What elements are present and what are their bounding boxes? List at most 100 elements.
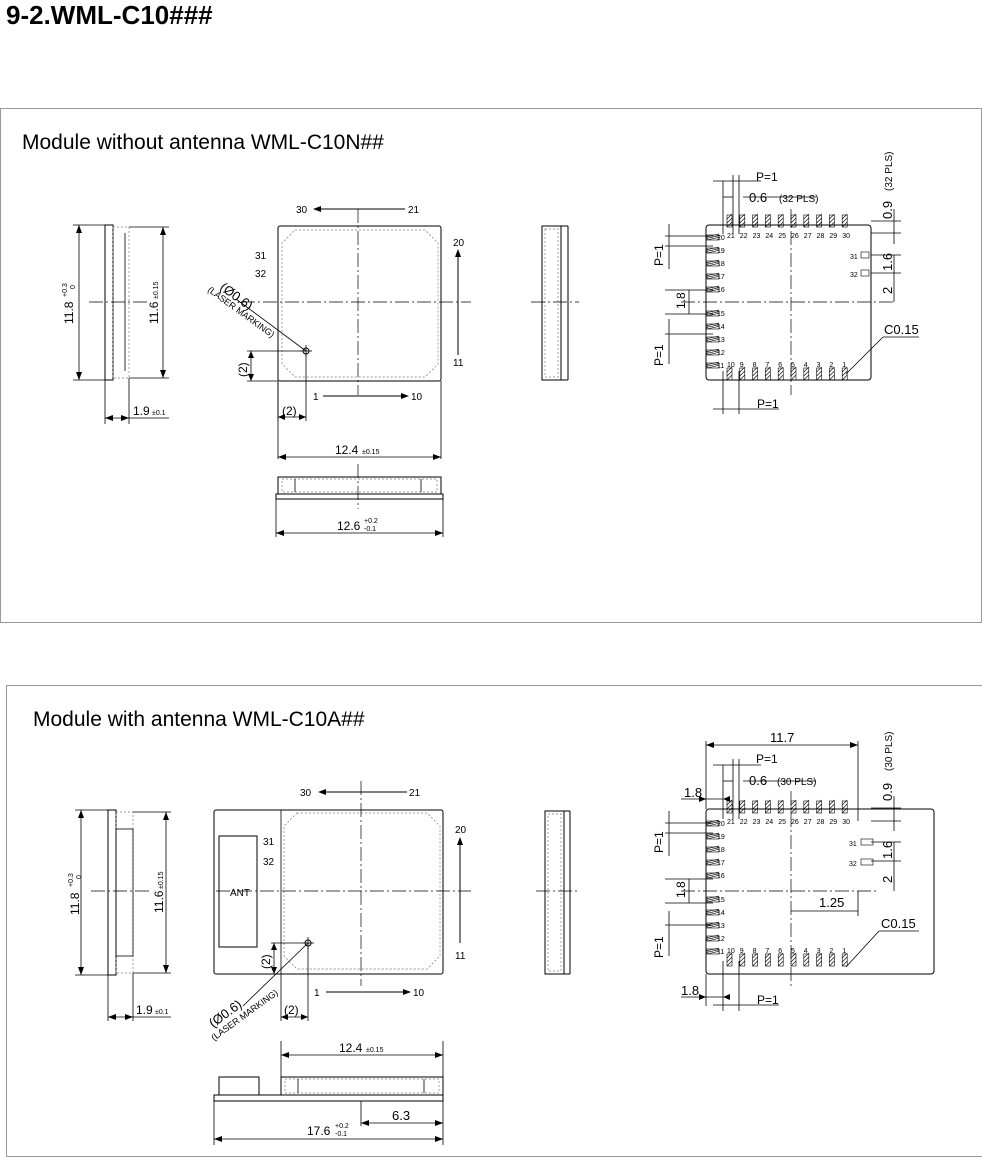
- dim-side-inner: 11.6: [152, 890, 166, 913]
- pin-number: 28: [817, 233, 825, 240]
- pin-number: 9: [740, 362, 744, 369]
- front-view: 12.4 ±0.15 6.3 17.6 +0.2 -0.1: [213, 1041, 444, 1145]
- pin-number: 3: [817, 362, 821, 369]
- pin-number: 1: [842, 948, 846, 955]
- side-view: 11.8 +0.3 0 11.6 ±0.15 1.9 ±0.1: [62, 224, 169, 424]
- pin-number: 26: [791, 819, 799, 826]
- pin-number: 25: [778, 233, 786, 240]
- pad: [752, 800, 758, 814]
- pin-21: 21: [408, 205, 420, 216]
- pin-number: 27: [804, 233, 812, 240]
- pitch-top: P=1: [756, 170, 778, 184]
- pad: [841, 953, 848, 967]
- pin-30: 30: [296, 205, 308, 216]
- dim-1-8: 1.8: [674, 881, 688, 898]
- pin-number: 6: [778, 948, 782, 955]
- pad: [777, 800, 784, 814]
- dim-side-height-tol-upper: +0.3: [68, 873, 75, 887]
- pin-number: 3: [817, 948, 821, 955]
- pad: [829, 214, 835, 228]
- pitch-top: P=1: [756, 752, 778, 766]
- pin-1: 1: [314, 988, 320, 999]
- side-view: 11.8 +0.3 0 11.6 ±0.15 1.9 ±0.1: [68, 809, 171, 1021]
- dim-2: 2: [880, 876, 895, 883]
- pin-number: 12: [717, 350, 725, 357]
- dim-overall-width: 11.7: [770, 730, 794, 745]
- dim-1-8: 1.8: [674, 292, 688, 309]
- pin-number: 8: [753, 948, 757, 955]
- pin-number: 7: [765, 948, 769, 955]
- pad: [777, 953, 784, 967]
- pin-number: 29: [829, 819, 837, 826]
- pad: [726, 953, 733, 967]
- dim-width-tol: ±0.15: [362, 449, 380, 456]
- pin-number: 19: [717, 248, 725, 255]
- dim-2: 2: [880, 287, 895, 294]
- pin-10: 10: [413, 988, 425, 999]
- chamfer: C0.15: [881, 916, 916, 931]
- pin-number: 18: [717, 847, 725, 854]
- pin-number: 11: [717, 949, 724, 956]
- dim-1-8-top: 1.8: [684, 785, 702, 800]
- pin-number: 22: [740, 819, 748, 826]
- pin-number: 2: [829, 362, 833, 369]
- pin-20: 20: [453, 238, 465, 249]
- page-title: 9-2.WML-C10###: [6, 0, 213, 30]
- pad: [752, 214, 758, 228]
- dim-base-tol-upper: +0.2: [364, 518, 378, 525]
- pin-number: 17: [717, 860, 725, 867]
- pad: [752, 953, 758, 967]
- pad: [765, 367, 771, 381]
- pin-number: 19: [717, 834, 725, 841]
- pin-20: 20: [455, 825, 467, 836]
- right-side-view: [531, 225, 579, 381]
- pin-number: 26: [791, 233, 799, 240]
- dim-thickness: 1.9: [136, 1003, 153, 1017]
- pin-number: 13: [717, 337, 725, 344]
- pin-number: 7: [765, 362, 769, 369]
- pin-11: 11: [453, 358, 464, 369]
- dim-1-25: 1.25: [819, 895, 844, 910]
- pin-number: 28: [817, 819, 825, 826]
- pad-width: 0.6: [749, 773, 767, 788]
- pad-count: (32 PLS): [779, 194, 818, 205]
- pad: [803, 367, 810, 381]
- pad: [777, 367, 784, 381]
- dim-thickness-tol: ±0.1: [155, 1009, 169, 1016]
- pin-21: 21: [409, 788, 421, 799]
- dim-width: 12.4: [335, 443, 359, 457]
- pin-1: 1: [313, 392, 319, 403]
- pin-number: 11: [717, 363, 724, 370]
- pad: [765, 953, 771, 967]
- pin-32: 32: [849, 861, 857, 868]
- pad: [841, 800, 848, 814]
- dim-base-tol-upper: +0.2: [335, 1123, 349, 1130]
- pin-32: 32: [263, 857, 275, 868]
- dim-1-6: 1.6: [880, 253, 895, 271]
- panel-with-antenna: Module with antenna WML-C10A##: [6, 685, 982, 1157]
- dim-side-height: 11.8: [62, 301, 76, 324]
- dim-width-tol: ±0.15: [366, 1047, 384, 1054]
- pin-number: 16: [717, 287, 725, 294]
- pad-width: 0.6: [749, 190, 767, 205]
- pad-length: 0.9: [880, 201, 895, 219]
- pin-number: 12: [717, 936, 725, 943]
- pitch-bottom: P=1: [757, 397, 779, 411]
- dim-side-height-tol-upper: +0.3: [62, 283, 69, 297]
- pad: [829, 953, 835, 967]
- pin-number: 2: [829, 948, 833, 955]
- pad: [790, 214, 797, 228]
- pad: [803, 214, 810, 228]
- offset-vertical: (2): [259, 954, 273, 969]
- top-view: ANT 30 21 20 11 1 10 31 32: [206, 781, 471, 1043]
- pad-length-count: (30 PLS): [884, 732, 895, 771]
- pin-number: 5: [791, 362, 795, 369]
- dim-base-width: 17.6: [307, 1124, 331, 1138]
- dim-base-tol-lower: -0.1: [364, 526, 376, 533]
- panel-title: Module without antenna WML-C10N##: [22, 131, 384, 154]
- pin-number: 20: [717, 235, 725, 242]
